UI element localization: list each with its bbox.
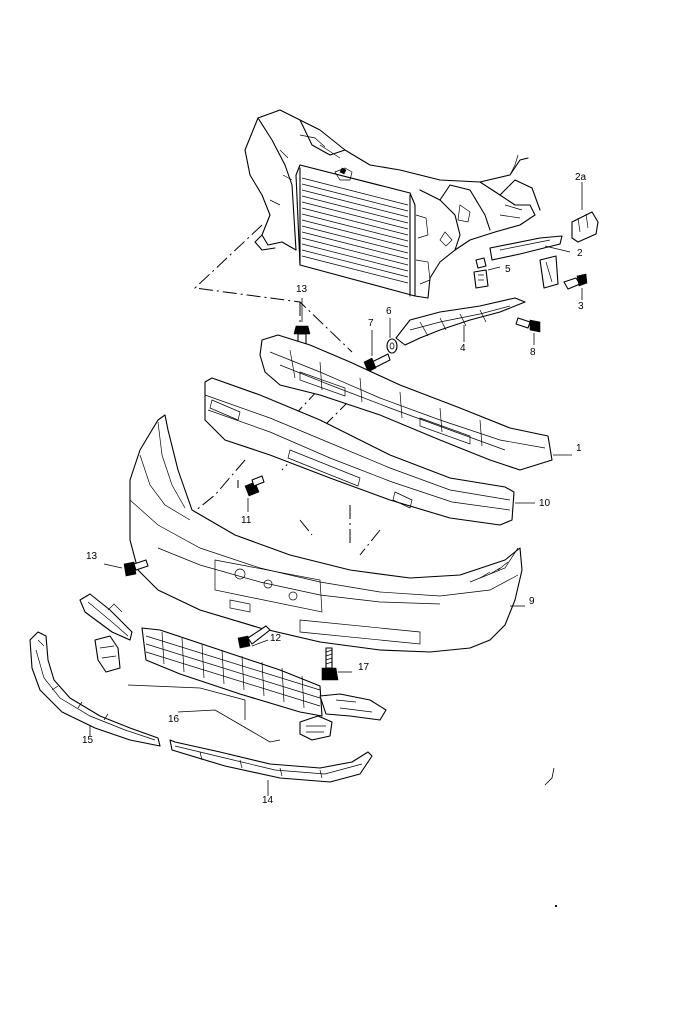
callout-labels: 2a 2 5 3 13 6 7 4 8 1 10 11 13 9 12 17 1…	[82, 172, 587, 806]
bolt-17	[321, 647, 352, 681]
callout-17: 17	[358, 662, 370, 673]
bracket-right-small	[539, 255, 559, 289]
impact-absorber-10	[204, 377, 535, 526]
callout-6: 6	[386, 306, 392, 317]
callout-2: 2	[577, 248, 583, 259]
callout-3: 3	[578, 301, 584, 312]
bolt-13-left	[103, 559, 149, 577]
bolt-7	[363, 330, 391, 373]
callout-11: 11	[241, 515, 252, 526]
callout-5: 5	[505, 264, 511, 275]
front-carrier-assembly	[244, 109, 541, 299]
bolt-12	[237, 625, 271, 649]
callout-9: 9	[529, 596, 535, 607]
grille-16	[79, 593, 387, 743]
bracket-2	[489, 235, 571, 261]
callout-16: 16	[168, 714, 180, 725]
callout-2a: 2a	[575, 172, 587, 183]
spoiler-center-14	[169, 739, 373, 796]
callout-7: 7	[368, 318, 374, 329]
callout-14: 14	[262, 795, 274, 806]
bolt-8	[515, 317, 541, 345]
callout-10: 10	[539, 498, 551, 509]
washer-6	[386, 318, 398, 354]
callout-12: 12	[270, 633, 282, 644]
bumper-cover-9	[129, 414, 525, 653]
spoiler-left-15	[29, 631, 161, 747]
callout-4: 4	[460, 343, 466, 354]
callout-13-left: 13	[86, 551, 98, 562]
bolt-13-top	[293, 298, 311, 347]
callout-1: 1	[576, 443, 582, 454]
callout-15: 15	[82, 735, 94, 746]
callout-13-top: 13	[296, 284, 308, 295]
side-guide-4	[395, 297, 526, 346]
stray-marks	[544, 767, 558, 908]
callout-8: 8	[530, 347, 536, 358]
clip-5	[473, 257, 501, 289]
bumper-carrier-1	[259, 334, 572, 471]
bolt-11	[244, 475, 265, 512]
bracket-2a	[571, 182, 599, 243]
bolt-3	[563, 273, 588, 300]
